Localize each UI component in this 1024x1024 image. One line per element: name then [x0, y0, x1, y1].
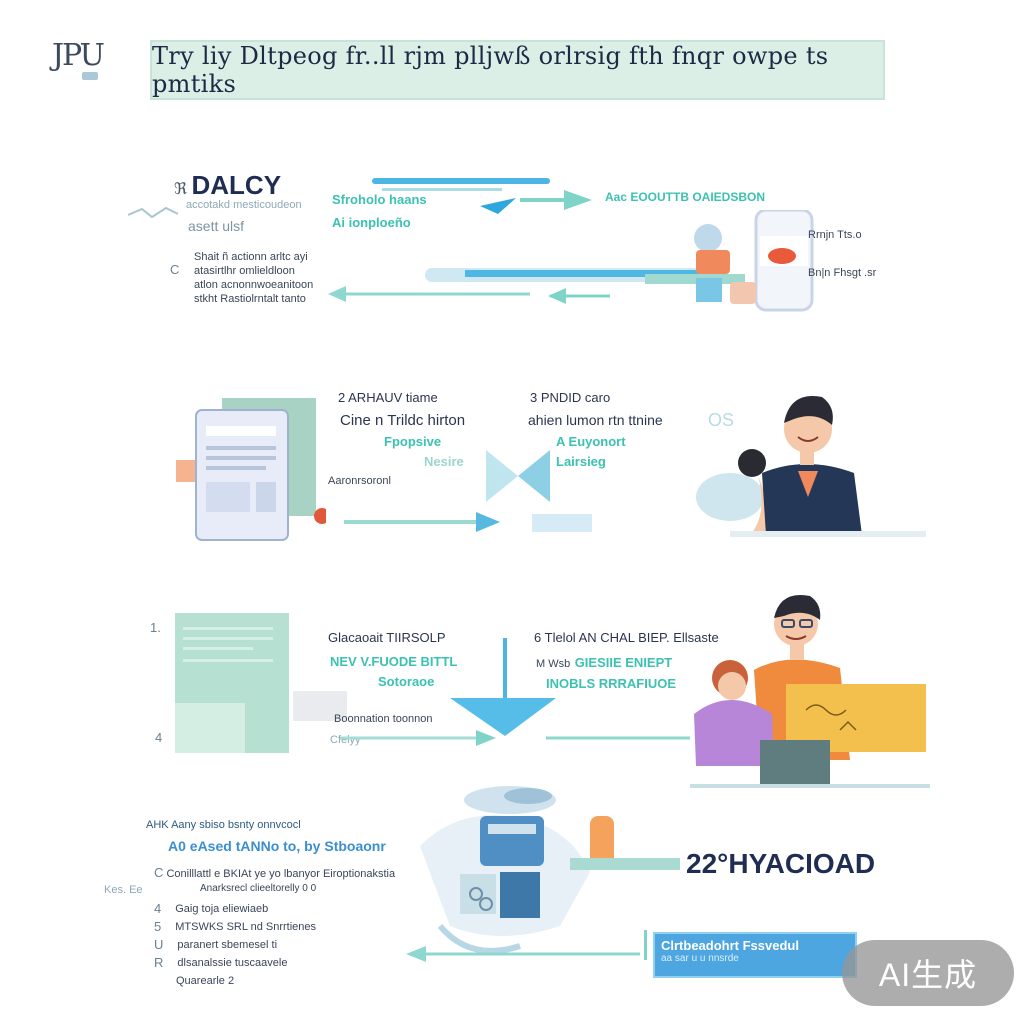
step4-marker: 5 [154, 919, 162, 934]
step4-list-text: Quarearle 2 [176, 975, 235, 987]
step2-left-num: 2 [338, 390, 346, 405]
step1-dash-deco [127, 205, 179, 219]
step1-brand: DALCY [191, 170, 282, 200]
step1-flow-arrows [320, 170, 620, 320]
step2-left-title-row: 2 ARHAUV tiame [338, 390, 438, 405]
step2-right-title-row: 3 PNDID caro [530, 390, 610, 405]
logo-sub-badge [82, 72, 98, 80]
step3-left-teal-b: Sotoraoe [378, 674, 435, 689]
ai-generated-badge: AI生成 [842, 940, 1014, 1006]
step3-num: 1. [150, 620, 161, 635]
title-banner: Try liy Dltpeog fr..ll rjm plljwß orlrsi… [150, 40, 885, 100]
step3-right-teal-b: INOBLS RRRAFIUOE [546, 676, 676, 691]
step1-line: atlon acnonnwoeanitoon [194, 279, 314, 291]
step4-marker-c: C [154, 865, 164, 880]
brand-prefix-icon: ℜ [174, 181, 188, 198]
step2-left-bottom: Aaronrsoronl [328, 475, 391, 487]
step2-left-title: ARHAUV tiame [348, 390, 438, 405]
step4-list-text: Gaig toja eliewiaeb [175, 903, 269, 915]
step4-machine-illustration [400, 776, 680, 976]
step1-right-title: Aac EOOUTTB OAIEDSBON [605, 190, 766, 204]
step1-tagline: accotakd mesticoudeon [186, 199, 302, 211]
step2-person-illustration [690, 385, 930, 545]
step1-line: atasirtlhr omlieldloon [194, 265, 295, 277]
step2-flow-arrows [336, 440, 716, 540]
step1-line: stkht Rastiolrntalt tanto [194, 293, 306, 305]
brand-logo: JPU [52, 38, 105, 84]
step2-left-teal-a: Fpopsive [384, 434, 442, 449]
step4-output-box: Clrtbeadohrt Fssvedul aa sar u u nnsrde [653, 932, 857, 978]
step1-brand-row: ℜ DALCY [174, 170, 281, 201]
step4-list-text: MTSWKS SRL nd Snrrtienes [175, 921, 317, 933]
step1-bullet-marker: C [170, 262, 180, 277]
step2-side-badge: OS [708, 410, 735, 430]
step1-pipeline-bar [425, 262, 755, 292]
step4-marker: 4 [154, 901, 162, 916]
step4-box-title: Clrtbeadohrt Fssvedul [661, 938, 799, 953]
step4-list-item: 5 MTSWKS SRL nd Snrrtienes [154, 920, 354, 938]
step1-sub: asett ulsf [188, 218, 245, 234]
step4-marker: R [154, 955, 164, 970]
step1-right-b: Bn|n Fhsgt .sr [808, 267, 877, 279]
step3-right-num: 6 [534, 630, 542, 645]
step4-line-d: Anarksrecl clieeltorelly 0 0 [200, 883, 317, 894]
step3-right-title-row: 6 Tlelol AN CHAL BIEP. Ellsaste [534, 630, 719, 645]
step3-people-illustration [660, 590, 930, 790]
step4-row-c: C Conilllattl e BKIAt ye yo lbanyor Eiro… [154, 866, 395, 881]
step1-flow-b: Ai ionploeño [332, 215, 411, 230]
step3-panel-illustration [175, 613, 350, 753]
step2-right-line: ahien lumon rtn ttnine [528, 412, 663, 428]
step2-right-teal-a: A Euyonort [556, 434, 626, 449]
step3-left-mid: Boonnation toonnon [334, 713, 433, 725]
step4-box-sub: aa sar u u nnsrde [661, 953, 739, 964]
step2-document-illustration [176, 398, 330, 548]
step4-faint-left: Kes. Ee [104, 884, 143, 896]
step2-right-title: PNDID caro [540, 390, 611, 405]
step4-teal-line: A0 eAsed tANNo to, by Stboaonr [168, 838, 386, 854]
step1-line: Shait ñ actionn arltc ayi [194, 251, 308, 263]
step1-bullet-lines: Shait ñ actionn arltc ayi atasirtlhr oml… [194, 250, 334, 306]
step4-list-item: Quarearle 2 [154, 974, 354, 992]
step1-flow-a: Sfroholo haans [332, 192, 427, 207]
banner-title: Try liy Dltpeog fr..ll rjm plljwß orlrsi… [152, 42, 829, 98]
step4-line-c: Conilllattl e BKIAt ye yo lbanyor Eiropt… [166, 868, 396, 880]
step3-right-teal-a: GIESIIE ENIEPT [574, 655, 673, 670]
step1-device-illustration [690, 208, 820, 320]
logo-mark: JPU [52, 38, 105, 73]
step3-left-teal-a: NEV V.FUODE BITTL [330, 654, 458, 669]
step3-flow-arrows [300, 628, 700, 758]
step2-right-teal-b: Lairsieg [556, 454, 606, 469]
step2-left-line: Cine n Trildc hirton [340, 412, 466, 429]
step3-side-num: 4 [155, 730, 163, 745]
step3-right-row-a: M Wsb GIESIIE ENIEPT [536, 654, 672, 672]
step3-left-title: Glacaoait TIIRSOLP [328, 630, 446, 645]
step4-list-item: U paranert sbemesel ti [154, 938, 354, 956]
step4-bottom-arrow [400, 944, 646, 964]
step4-list: 4 Gaig toja eliewiaeb 5 MTSWKS SRL nd Sn… [154, 902, 354, 992]
step4-head: AHK Aany sbiso bsnty onnvcocl [146, 819, 301, 831]
step2-left-teal-b: Nesire [424, 454, 464, 469]
step3-right-title: Tlelol AN CHAL BIEP. Ellsaste [544, 630, 719, 645]
step4-brand: 22°HYACIOAD [686, 848, 876, 879]
step4-list-text: paranert sbemesel ti [177, 939, 278, 951]
step1-right-a: Rrnjn Tts.o [808, 229, 862, 241]
step4-marker: U [154, 937, 164, 952]
step2-right-num: 3 [530, 390, 538, 405]
step3-right-prefix: M Wsb [536, 658, 571, 670]
step4-list-item: R dlsanalssie tuscaavele [154, 956, 354, 974]
step4-list-item: 4 Gaig toja eliewiaeb [154, 902, 354, 920]
step4-list-text: dlsanalssie tuscaavele [177, 957, 288, 969]
step4-connector [636, 930, 656, 960]
